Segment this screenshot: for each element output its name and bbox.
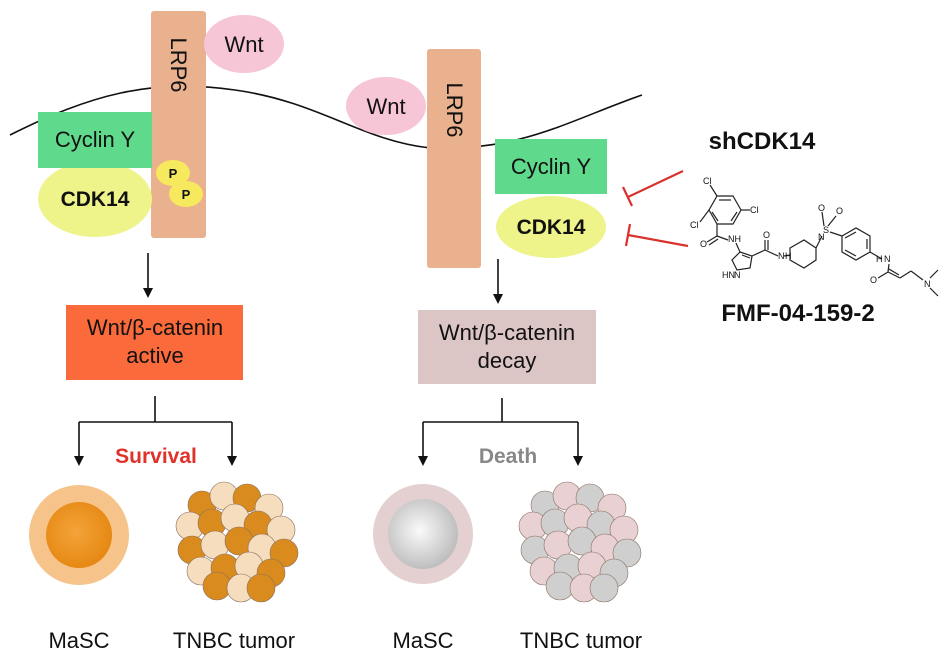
tumor-dead-cell-14 (612, 538, 642, 568)
cyclin-y-label-right: Cyclin Y (511, 154, 592, 179)
atom-o-sulfonyl2: O (836, 206, 843, 216)
lrp6-label-right: LRP6 (442, 82, 467, 137)
inhibition-line-sh (627, 170, 684, 198)
atom-hn-pyrazole: HN (722, 270, 735, 280)
tumor-active-cell-21 (246, 573, 276, 603)
cdk14-label-left: CDK14 (61, 188, 130, 211)
phospho-label-1: P (169, 166, 178, 181)
lrp6-label-left: LRP6 (166, 37, 191, 92)
atom-n-piperidine: N (818, 232, 825, 242)
death-label: Death (479, 445, 537, 468)
atom-o-amide1: O (700, 239, 707, 249)
survival-label: Survival (115, 445, 197, 468)
pathway-decay-box (418, 310, 596, 384)
atom-h-amide2: H (785, 251, 792, 261)
atom-cl-left: Cl (690, 220, 699, 230)
left-panel: LRP6 Wnt CDK14 Cyclin Y P P Wnt/β-cateni… (29, 11, 299, 653)
tumor-dead-cell-21 (589, 573, 619, 603)
pathway-active-box (66, 305, 243, 380)
tumor-active-cell-14 (269, 538, 299, 568)
inhibition-line-drug (627, 233, 689, 248)
tumor-dead-cell-19 (545, 571, 575, 601)
phospho-label-2: P (182, 187, 191, 202)
atom-n-amine: N (924, 279, 931, 289)
atom-n-amide2: N (778, 251, 785, 261)
wnt-label-right: Wnt (366, 94, 405, 119)
cyclin-y-box-right (495, 139, 607, 194)
inhibitor-group: shCDK14 (622, 128, 939, 327)
cell-membrane (9, 85, 643, 150)
branch-connector-right (423, 398, 578, 423)
masc-nucleus-active (46, 502, 112, 568)
pathway-active-line1: Wnt/β-catenin (87, 315, 223, 340)
masc-label-right: MaSC (392, 628, 453, 653)
phospho-group-1 (156, 160, 190, 186)
cyclin-y-box-left (38, 112, 152, 168)
pathway-decay-line1: Wnt/β-catenin (439, 320, 575, 345)
atom-n-pyrazole: N (734, 270, 741, 280)
atom-o-sulfonyl1: O (818, 203, 825, 213)
atom-n-amide3: N (884, 254, 891, 264)
tumor-active-cell-19 (202, 571, 232, 601)
masc-label-left: MaSC (48, 628, 109, 653)
pathway-active-line2: active (126, 343, 183, 368)
right-panel: Wnt LRP6 Cyclin Y CDK14 Wnt/β-catenin de… (346, 49, 642, 653)
inhibition-bar-drug (624, 223, 632, 247)
cdk14-kinase-left (38, 161, 152, 237)
atom-cl-right: Cl (750, 205, 759, 215)
pathway-decay-line2: decay (478, 348, 537, 373)
tumor-label-left: TNBC tumor (173, 628, 295, 653)
fmf-04-159-2-label: FMF-04-159-2 (721, 300, 874, 327)
atom-s-sulfonyl: S (823, 225, 829, 235)
tnbc-tumor-cluster-dead (518, 481, 642, 603)
cdk14-label-right: CDK14 (517, 216, 586, 239)
branch-connector-left (79, 396, 232, 423)
tnbc-tumor-cluster-active (175, 481, 299, 603)
atom-nh-amide1: NH (728, 234, 741, 244)
masc-nucleus-dead (388, 499, 458, 569)
wnt-ligand-right (346, 77, 426, 135)
shcdk14-label: shCDK14 (709, 128, 816, 155)
cdk14-kinase-right (496, 196, 606, 258)
atom-cl-top: Cl (703, 176, 712, 186)
wnt-label-left: Wnt (224, 32, 263, 57)
atom-o-amide2: O (763, 230, 770, 240)
wnt-ligand-left (204, 15, 284, 73)
inhibition-bar-sh (622, 186, 633, 207)
lrp6-receptor-right (427, 49, 481, 268)
tumor-label-right: TNBC tumor (520, 628, 642, 653)
fmf-04-159-2-structure: Cl Cl Cl O NH O N H HN N N S O O H N O N (690, 176, 939, 297)
atom-h-amide3: H (876, 254, 883, 264)
cyclin-y-label-left: Cyclin Y (55, 127, 136, 152)
atom-o-amide3: O (870, 275, 877, 285)
phospho-group-2 (169, 181, 203, 207)
